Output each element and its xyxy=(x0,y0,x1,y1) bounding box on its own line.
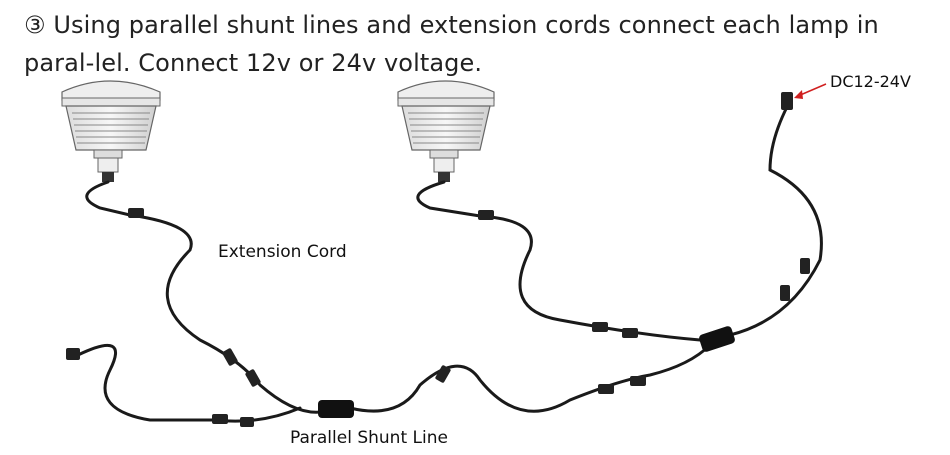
extension-cord-label: Extension Cord xyxy=(218,242,347,262)
connector xyxy=(622,328,638,338)
power-input-label: DC12-24V xyxy=(830,72,911,91)
connector xyxy=(245,369,261,387)
shunt-middle-branch xyxy=(348,343,712,413)
extension-cord-2 xyxy=(416,180,702,342)
connector xyxy=(592,322,608,332)
shunt-splitter-1 xyxy=(318,400,354,418)
lamp-1 xyxy=(61,80,161,182)
power-lead xyxy=(728,103,823,337)
connector xyxy=(222,348,238,366)
connector xyxy=(781,92,793,110)
connector xyxy=(780,285,790,301)
lamp-2 xyxy=(397,80,495,182)
connector xyxy=(598,384,614,394)
connector xyxy=(240,417,254,427)
connector xyxy=(66,348,80,360)
shunt-splitter-2 xyxy=(699,326,735,352)
connector xyxy=(630,376,646,386)
connectors xyxy=(66,92,810,427)
power-arrow-head xyxy=(794,90,803,99)
connector xyxy=(800,258,810,274)
connector xyxy=(212,414,228,424)
cables xyxy=(76,103,823,423)
instruction-heading: ③ Using parallel shunt lines and extensi… xyxy=(24,11,879,77)
parallel-shunt-line-label: Parallel Shunt Line xyxy=(290,428,448,448)
shunt-left-branch xyxy=(76,344,302,423)
extension-cord-1 xyxy=(85,180,332,414)
connector xyxy=(478,210,494,220)
connector xyxy=(435,365,451,383)
connector xyxy=(128,208,144,218)
power-arrow xyxy=(797,83,827,97)
